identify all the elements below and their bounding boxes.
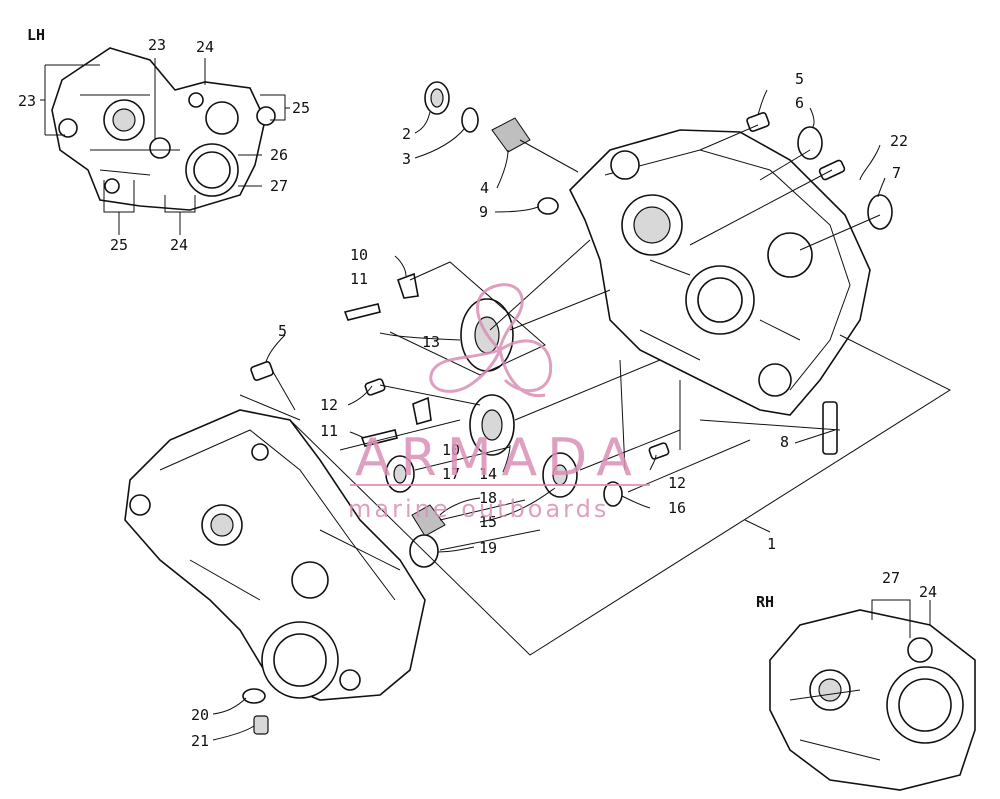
dowel-5-upper <box>746 112 770 132</box>
plug-21 <box>253 715 269 735</box>
callout-27-rh: 27 <box>882 569 900 587</box>
callout-5-lower: 5 <box>278 322 287 340</box>
callout-9: 9 <box>479 203 488 221</box>
crankcase-half-lower <box>124 409 426 701</box>
rh-label: RH <box>756 593 774 611</box>
lh-inset-crankcase <box>51 47 276 211</box>
callout-10-upper: 10 <box>350 246 368 264</box>
needle-bearing-4 <box>491 117 531 153</box>
callout-11-upper: 11 <box>350 270 368 288</box>
crankcase-half-upper <box>569 129 871 416</box>
dowel-12-left <box>364 378 386 396</box>
callout-25-right: 25 <box>292 99 310 117</box>
seal-7 <box>867 194 893 230</box>
callout-24-top: 24 <box>196 38 214 56</box>
watermark-brand: ARMADA <box>355 428 642 488</box>
bearing-2 <box>424 81 450 115</box>
callout-10-lower: 10 <box>442 441 460 459</box>
callout-14: 14 <box>479 465 497 483</box>
callout-23-left: 23 <box>18 92 36 110</box>
callout-1: 1 <box>767 535 776 553</box>
callout-4: 4 <box>480 179 489 197</box>
callout-25-bottom: 25 <box>110 236 128 254</box>
callout-13: 13 <box>422 333 440 351</box>
o-ring-9 <box>537 197 559 215</box>
bearing-17 <box>385 455 415 493</box>
callout-23-top: 23 <box>148 36 166 54</box>
callout-27-lh: 27 <box>270 177 288 195</box>
seal-16 <box>603 481 623 507</box>
callout-22: 22 <box>890 132 908 150</box>
callout-19: 19 <box>479 539 497 557</box>
callout-11-lower: 11 <box>320 422 338 440</box>
dowel-5-lower <box>250 361 274 381</box>
rh-inset-brackets <box>871 599 931 638</box>
callout-3: 3 <box>402 150 411 168</box>
plate-10-lower <box>412 396 432 426</box>
seal-3 <box>461 107 479 133</box>
seal-6 <box>797 126 823 160</box>
callout-6: 6 <box>795 94 804 112</box>
callout-12-right: 12 <box>668 474 686 492</box>
lh-label: LH <box>27 26 45 44</box>
callout-17: 17 <box>442 465 460 483</box>
callout-7: 7 <box>892 164 901 182</box>
callout-leaders <box>212 89 886 741</box>
callout-20: 20 <box>191 706 209 724</box>
armada-logo-mark <box>429 283 553 398</box>
watermark-tagline: marine outboards <box>348 495 609 523</box>
callout-5-upper: 5 <box>795 70 804 88</box>
callout-21: 21 <box>191 732 209 750</box>
rh-inset-crankcase <box>769 609 976 791</box>
watermark-rule <box>350 484 650 486</box>
callout-16: 16 <box>668 499 686 517</box>
screw-11-upper <box>343 303 381 321</box>
plate-10-upper <box>396 272 419 299</box>
callout-15: 15 <box>479 513 497 531</box>
armada-watermark: ARMADA marine outboards <box>348 283 650 523</box>
callout-12-left: 12 <box>320 396 338 414</box>
pin-8 <box>822 401 838 455</box>
callout-8: 8 <box>780 433 789 451</box>
lh-inset-brackets <box>40 58 290 235</box>
dowel-12-right <box>648 442 670 460</box>
callout-18: 18 <box>479 489 497 507</box>
bearing-14 <box>469 394 515 456</box>
callout-24-rh: 24 <box>919 583 937 601</box>
washer-20 <box>242 688 266 704</box>
callout-26: 26 <box>270 146 288 164</box>
callout-2: 2 <box>402 125 411 143</box>
needle-bearing-18 <box>411 504 446 537</box>
callout-24-bottom: 24 <box>170 236 188 254</box>
